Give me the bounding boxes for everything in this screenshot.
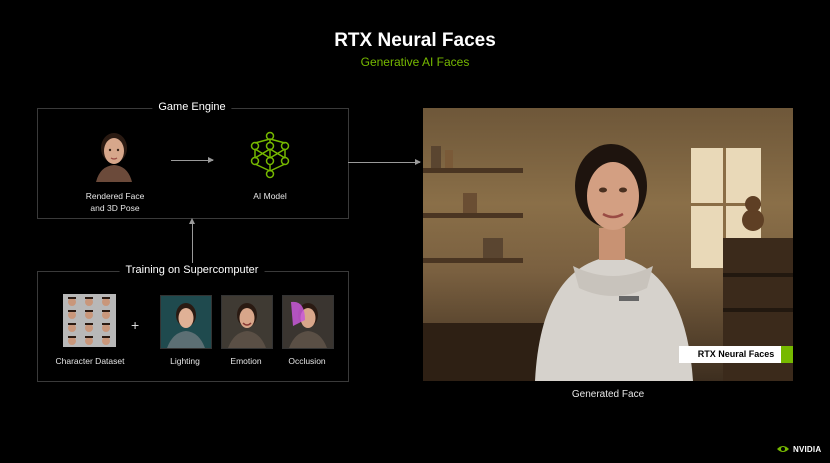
generated-face-caption: Generated Face (571, 389, 645, 400)
game-engine-label: Game Engine (152, 101, 232, 113)
emotion-image (221, 295, 273, 349)
slide-title: RTX Neural Faces (334, 30, 496, 51)
emotion-caption: Emotion (230, 356, 262, 366)
nvidia-logo: NVIDIA (776, 444, 821, 454)
nvidia-logo-text: NVIDIA (793, 444, 822, 454)
rendered-face-image (92, 128, 136, 182)
character-dataset-image (63, 294, 116, 347)
arrow-face-to-model (171, 157, 214, 163)
badge-text: RTX Neural Faces (697, 349, 775, 359)
slide-subtitle: Generative AI Faces (360, 55, 470, 69)
plus-sign: + (131, 317, 140, 333)
badge-accent-stripe (781, 346, 793, 363)
generated-face-image: RTX Neural Faces (423, 108, 793, 381)
occlusion-image (282, 295, 334, 349)
training-label: Training on Supercomputer (119, 264, 265, 276)
rtx-neural-faces-badge: RTX Neural Faces (679, 346, 793, 363)
arrow-training-to-engine (189, 218, 195, 263)
rendered-face-caption: Rendered Face and 3D Pose (85, 191, 145, 213)
nvidia-eye-icon (777, 446, 789, 452)
character-dataset-caption: Character Dataset (55, 356, 125, 366)
lighting-image (160, 295, 212, 349)
lighting-caption: Lighting (170, 356, 200, 366)
neural-network-icon (247, 131, 293, 181)
occlusion-caption: Occlusion (288, 356, 326, 366)
arrow-engine-to-output (348, 159, 421, 165)
ai-model-caption: AI Model (253, 191, 287, 201)
